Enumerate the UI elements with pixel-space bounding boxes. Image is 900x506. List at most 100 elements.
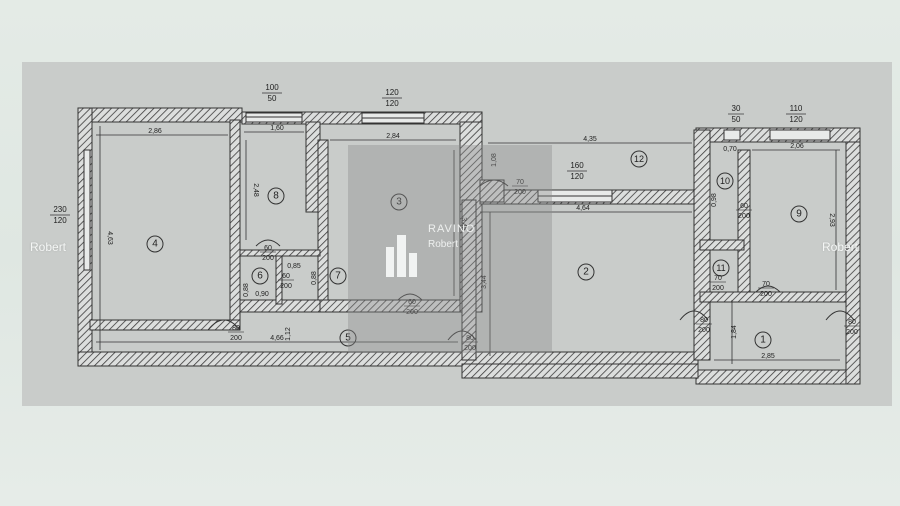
window-2-top: 120	[385, 88, 399, 97]
watermark-logo: RAVINO Robert	[348, 145, 552, 353]
room-circle-10	[716, 172, 734, 190]
room-circles	[146, 150, 808, 349]
room-circle-4	[146, 235, 164, 253]
dimension-lines	[96, 126, 840, 364]
window-2-bottom: 120	[385, 99, 399, 108]
logo-brand: RAVINO	[428, 223, 476, 235]
room-circle-2	[577, 263, 595, 281]
wall-top-left	[77, 107, 243, 123]
wall-10-9	[737, 149, 751, 301]
room-circle-5	[339, 329, 357, 347]
watermark-right: Robert	[822, 240, 859, 254]
dim-112: 1,12	[285, 327, 292, 341]
room-label-7: 7	[335, 271, 341, 282]
dim-284: 2,84	[386, 133, 400, 140]
door-2-top: 70	[516, 179, 524, 186]
door-3-top: 60	[264, 245, 272, 252]
wall-11-top	[699, 239, 745, 251]
window-4-top: 110	[790, 104, 803, 113]
dim-098: 0,98	[711, 193, 718, 207]
room-circle-12	[630, 150, 648, 168]
dim-206: 2,06	[790, 143, 804, 150]
door-11-bottom: 200	[712, 285, 724, 292]
windows	[83, 112, 831, 271]
wall-4-8	[229, 119, 241, 321]
window-6-bottom: 120	[570, 172, 584, 181]
wall-4-5	[89, 319, 241, 331]
room-circle-3	[390, 193, 408, 211]
room-label-3: 3	[396, 197, 402, 208]
building-icon	[386, 235, 417, 277]
room-label-9: 9	[796, 209, 802, 220]
door-labels: 80 200 70 200 60 200 60 200 60 200 80 20…	[228, 179, 860, 352]
door-swing-12	[479, 179, 509, 187]
dimension-labels: 2,86 1,60 2,84 4,35 0,70 2,06 4,64 4,66 …	[106, 125, 835, 360]
wall-8-6	[239, 249, 321, 257]
dim-085: 0,85	[287, 263, 301, 270]
door-swing-8	[255, 239, 281, 247]
room-circle-8	[267, 187, 285, 205]
door-8-bottom: 200	[846, 329, 858, 336]
dim-088b: 0,88	[311, 271, 318, 285]
door-9-bottom: 200	[738, 213, 750, 220]
dim-463: 4,63	[106, 231, 113, 245]
door-swing-9	[755, 285, 781, 293]
dim-070: 0,70	[723, 146, 737, 153]
window-1-bottom: 50	[268, 94, 277, 103]
door-9-top: 60	[740, 203, 748, 210]
window-room-9	[769, 129, 831, 141]
room-label-2: 2	[583, 267, 589, 278]
watermark-left: Robert	[30, 240, 67, 254]
wall-bottom-middle	[461, 363, 699, 379]
door-1-top: 80	[232, 325, 240, 332]
door-10-top: 70	[762, 281, 770, 288]
dim-248: 2,48	[252, 183, 259, 197]
dim-435: 4,35	[583, 136, 597, 143]
door-swing-4	[207, 319, 241, 331]
door-3-bottom: 200	[262, 255, 274, 262]
window-labels: 100 50 120 120 30 50 110 120 230 120 160…	[50, 83, 806, 225]
room-circle-1	[754, 331, 772, 349]
door-11-top: 70	[714, 275, 722, 282]
dim-344: 3,44	[481, 275, 488, 289]
window-room-10	[723, 129, 741, 141]
room-label-5: 5	[345, 333, 351, 344]
door-10-bottom: 200	[760, 291, 772, 298]
window-6-top: 160	[570, 161, 584, 170]
room-circle-7	[329, 267, 347, 285]
dim-345: 3,45	[460, 217, 467, 231]
door-4-bottom: 200	[280, 283, 292, 290]
room-circle-6	[251, 267, 269, 285]
door-5-bottom: 200	[406, 309, 418, 316]
door-swings	[207, 179, 855, 341]
dim-286: 2,86	[148, 128, 162, 135]
door-7-bottom: 200	[698, 327, 710, 334]
door-6-top: 80	[466, 335, 474, 342]
dim-090: 0,90	[255, 291, 269, 298]
room-circle-9	[790, 205, 808, 223]
window-left	[83, 149, 91, 271]
window-5-top: 230	[53, 205, 67, 214]
room-label-12: 12	[634, 154, 644, 164]
wall-right	[845, 129, 861, 385]
wall-bottom-right	[695, 369, 849, 385]
room-label-8: 8	[273, 191, 279, 202]
room-label-10: 10	[720, 176, 730, 186]
wall-9-1	[699, 291, 847, 303]
door-swing-2-1	[679, 310, 709, 321]
window-1-top: 100	[265, 83, 279, 92]
door-swing-1	[825, 310, 855, 321]
room-circle-11	[712, 259, 730, 277]
dim-088: 0,88	[243, 283, 250, 297]
window-3-bottom: 50	[732, 115, 741, 124]
window-5-bottom: 120	[53, 216, 67, 225]
room-label-1: 1	[760, 335, 766, 346]
door-2-bottom: 200	[514, 189, 526, 196]
room-label-6: 6	[257, 271, 263, 282]
dim-466: 4,66	[270, 335, 284, 342]
logo-sub: Robert	[428, 239, 459, 250]
door-7-top: 80	[700, 317, 708, 324]
door-1-bottom: 200	[230, 335, 242, 342]
